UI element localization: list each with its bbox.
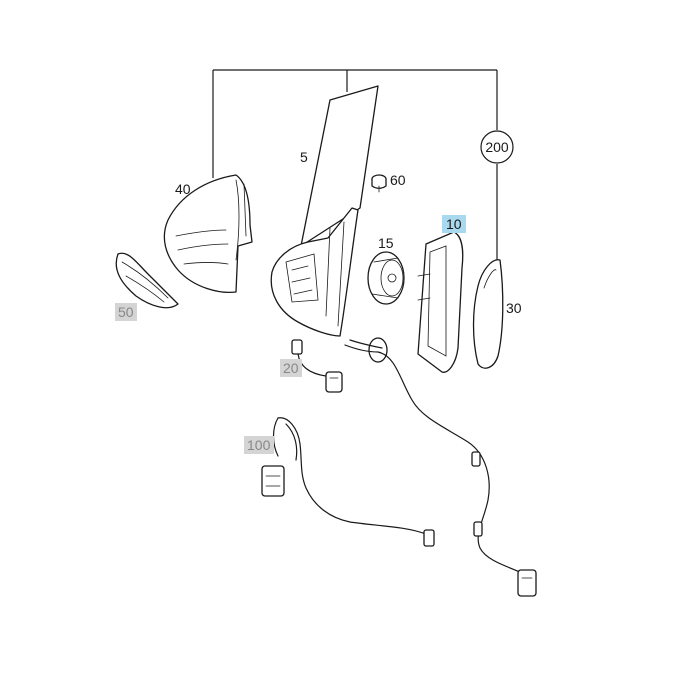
svg-text:50: 50 — [118, 304, 134, 320]
assembly-bracket — [212, 69, 498, 262]
callout-30: 30 — [506, 300, 522, 316]
svg-text:10: 10 — [446, 216, 462, 232]
part-5-glass-plate — [300, 85, 379, 247]
svg-text:200: 200 — [485, 139, 509, 155]
part-40-mirror-cover — [163, 174, 253, 294]
callout-50: 50 — [115, 303, 137, 321]
svg-text:100: 100 — [247, 437, 271, 453]
callout-5: 5 — [300, 149, 308, 165]
svg-text:40: 40 — [175, 181, 191, 197]
part-30-mirror-glass — [472, 259, 504, 369]
part-20-connector — [291, 339, 343, 393]
svg-text:20: 20 — [283, 360, 299, 376]
callout-10-highlighted: 10 — [442, 215, 466, 233]
callout-40: 40 — [175, 181, 191, 197]
callout-100: 100 — [244, 436, 274, 454]
main-cable-harness — [344, 337, 537, 597]
part-15-adjustment-motor — [367, 251, 405, 305]
svg-text:5: 5 — [300, 149, 308, 165]
part-10-glass-carrier — [417, 231, 464, 373]
svg-text:60: 60 — [390, 172, 406, 188]
callout-20: 20 — [280, 359, 302, 377]
part-100-wiring-harness — [261, 417, 435, 547]
mirror-housing-body — [270, 207, 359, 337]
callout-15: 15 — [378, 235, 394, 251]
svg-text:30: 30 — [506, 300, 522, 316]
callout-60: 60 — [390, 172, 406, 188]
svg-text:15: 15 — [378, 235, 394, 251]
part-50-turn-signal — [115, 252, 179, 309]
callout-200: 200 — [480, 130, 514, 164]
part-60-screw — [371, 174, 387, 193]
